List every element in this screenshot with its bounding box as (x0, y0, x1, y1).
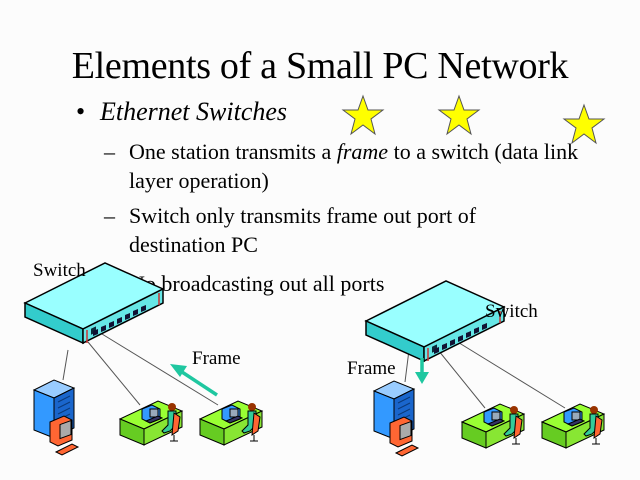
cable-line (404, 349, 410, 383)
cable-line (442, 332, 566, 409)
cable-line (87, 341, 141, 406)
right-switch-label: Switch (485, 301, 538, 322)
workstation-icon (119, 400, 183, 446)
workstation-icon (461, 403, 525, 449)
frame-arrow-icon (170, 364, 218, 397)
server-icon (33, 379, 79, 456)
sub-bullet-text: No broadcasting out all ports (129, 271, 385, 296)
sub-bullet-1: – One station transmits a frame to a swi… (104, 137, 619, 195)
bullet-ethernet-switches: • Ethernet Switches (76, 96, 287, 128)
workstation-icon (541, 403, 605, 449)
star-icon (342, 95, 384, 135)
sub-bullet-marker: – (104, 139, 115, 164)
left-frame-label: Frame (192, 348, 241, 369)
sub-bullet-text: One station transmits a (129, 139, 337, 164)
left-switch-label: Switch (33, 260, 86, 281)
star-icon (438, 95, 480, 135)
sub-bullet-marker: – (104, 203, 115, 228)
star-icon (563, 104, 605, 144)
decorative-stars (342, 95, 605, 144)
cable-line (101, 333, 219, 406)
right-frame-label: Frame (347, 358, 396, 379)
switch-icon (365, 280, 505, 362)
server-icon (373, 380, 419, 457)
bullet-text: Ethernet Switches (100, 97, 288, 126)
sub-bullet-2: – Switch only transmits frame out port o… (104, 201, 559, 259)
frame-emphasis: frame (336, 139, 389, 164)
right-network (365, 280, 605, 457)
bullet-marker: • (76, 97, 86, 126)
sub-bullet-text: Switch only transmits frame out port of … (129, 203, 477, 257)
frame-arrow-icon (415, 358, 429, 384)
slide-title: Elements of a Small PC Network (71, 45, 569, 87)
left-network (24, 262, 263, 456)
cable-line (62, 349, 69, 381)
workstation-icon (199, 400, 263, 446)
sub-bullet-text: to a switch (data link layer operation) (129, 139, 579, 193)
